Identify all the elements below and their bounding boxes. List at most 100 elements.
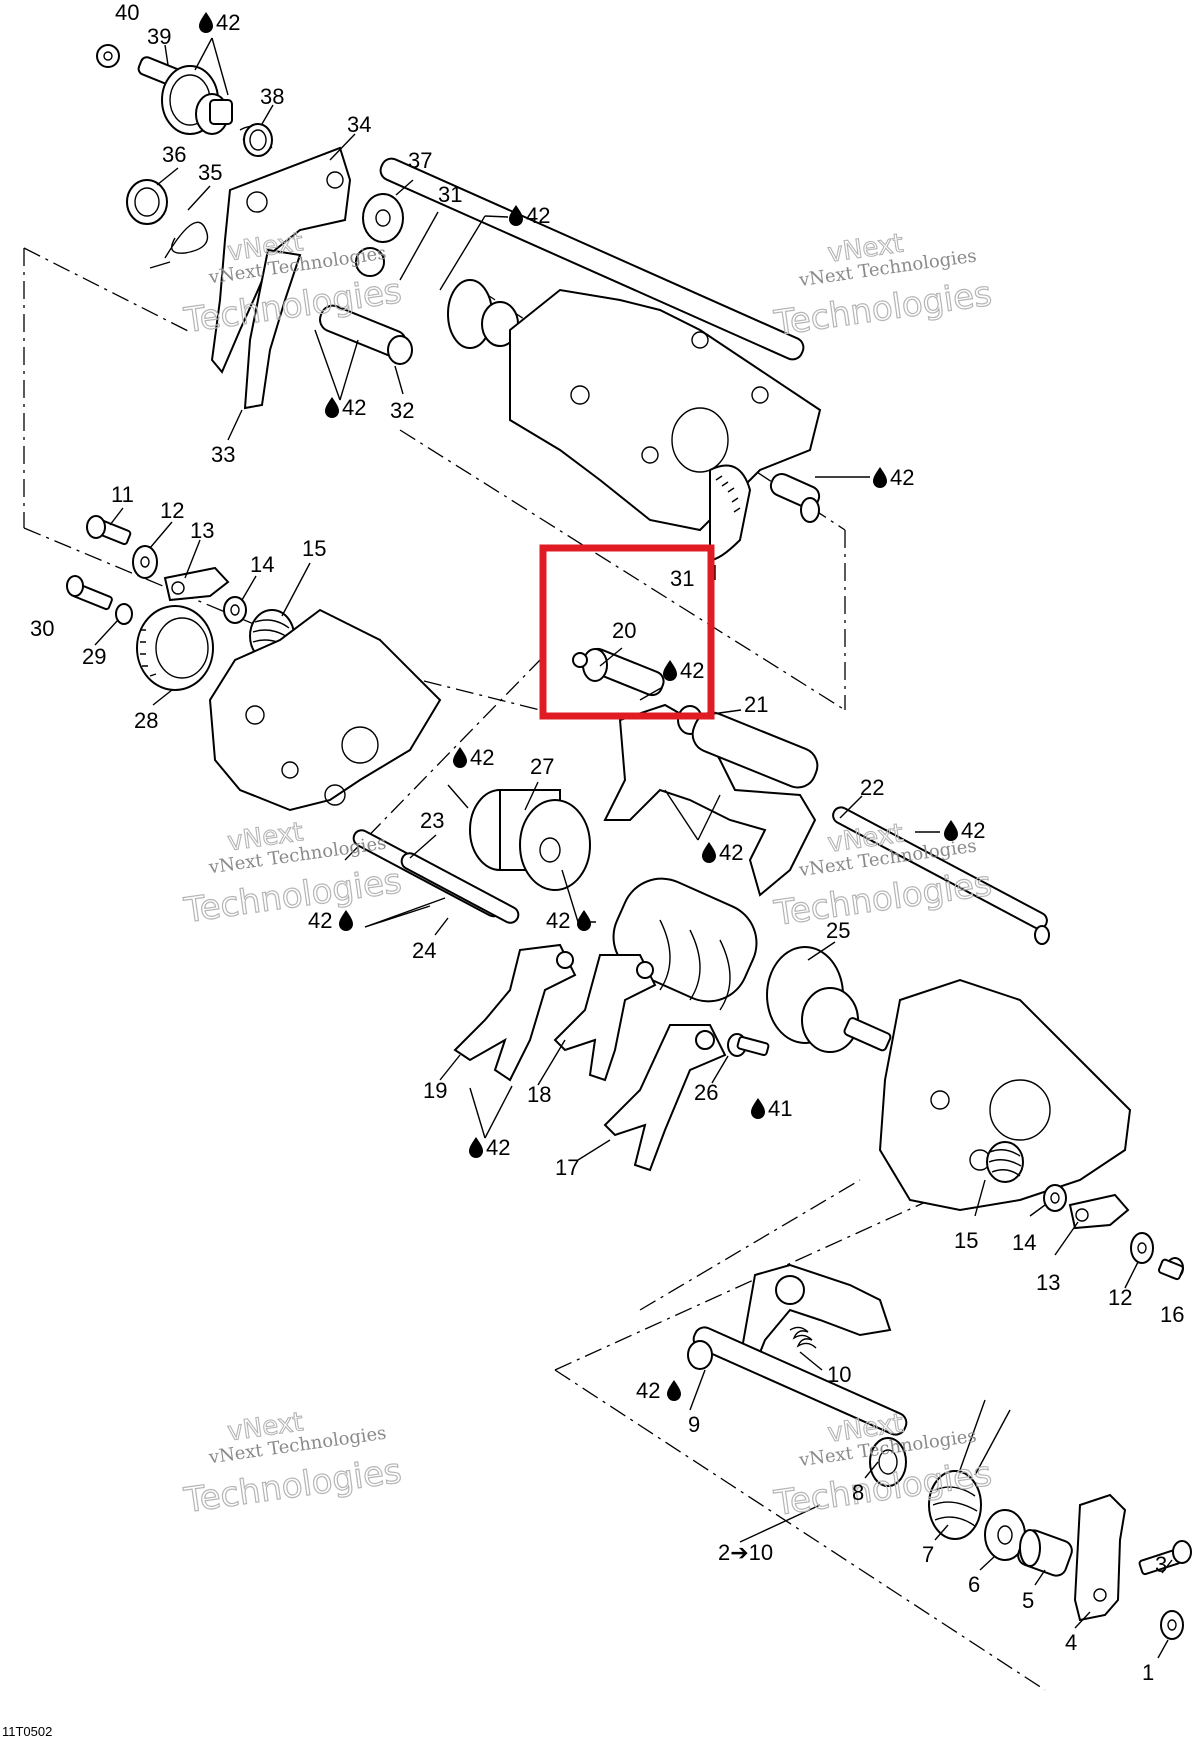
lube-callout: 42 xyxy=(663,658,704,683)
label-31b: 31 xyxy=(670,566,694,591)
bolt-16 xyxy=(1158,1257,1184,1281)
lube-callout: 41 xyxy=(751,1096,792,1121)
label-31: 31 xyxy=(438,182,462,207)
label-25: 25 xyxy=(826,918,850,943)
oil-drop-icon xyxy=(339,910,353,931)
lubricant-callouts: 42 42 42 42 42 42 42 42 xyxy=(199,10,985,1403)
oil-drop-icon xyxy=(663,660,677,681)
shift-fork-21 xyxy=(603,703,819,897)
shaft-end-31 xyxy=(769,472,821,523)
label-22: 22 xyxy=(860,775,884,800)
pin-26 xyxy=(727,1033,770,1057)
bolt-30 xyxy=(66,575,113,611)
label-5: 5 xyxy=(1022,1588,1034,1613)
shift-lever-4 xyxy=(1073,1493,1127,1622)
lube-callout: 42 xyxy=(325,395,366,420)
lube-callout: 42 xyxy=(944,818,985,843)
spring-10 xyxy=(789,1326,817,1349)
oil-drop-icon xyxy=(577,910,591,931)
shift-shaft-31 xyxy=(355,157,805,361)
spring-7 xyxy=(928,1399,1011,1540)
label-39: 39 xyxy=(147,24,171,49)
oil-drop-icon xyxy=(873,467,887,488)
oil-drop-icon xyxy=(453,747,467,768)
label-16: 16 xyxy=(1160,1302,1184,1327)
svg-text:42: 42 xyxy=(961,818,985,843)
spring-15b xyxy=(986,1141,1024,1183)
label-17: 17 xyxy=(555,1155,579,1180)
shift-fork-shaft-20 xyxy=(572,647,665,697)
oil-drop-icon xyxy=(751,1098,765,1119)
label-1: 1 xyxy=(1142,1660,1154,1685)
oil-drop-icon xyxy=(944,820,958,841)
spring-38 xyxy=(239,123,273,157)
watermark-bottom-left: vNext vNext Technologies Technologies xyxy=(181,1407,405,1522)
highlight-box xyxy=(539,544,715,720)
label-33: 33 xyxy=(211,442,235,467)
lube-callout: 42 xyxy=(873,465,914,490)
label-32: 32 xyxy=(390,398,414,423)
washer-40 xyxy=(96,44,120,68)
label-26: 26 xyxy=(694,1080,718,1105)
label-27: 27 xyxy=(530,754,554,779)
label-13b: 13 xyxy=(1036,1270,1060,1295)
spring-35 xyxy=(149,221,209,269)
label-21: 21 xyxy=(744,692,768,717)
label-10: 10 xyxy=(827,1362,851,1387)
label-14b: 14 xyxy=(1012,1230,1036,1255)
bolt-11 xyxy=(86,515,132,546)
label-35: 35 xyxy=(198,160,222,185)
label-37: 37 xyxy=(408,148,432,173)
washer-14 xyxy=(223,596,247,624)
lube-callout: 42 xyxy=(509,203,550,228)
lube-callout: 42 xyxy=(453,745,494,770)
label-18: 18 xyxy=(527,1082,551,1107)
label-29: 29 xyxy=(82,644,106,669)
oil-drop-icon xyxy=(325,397,339,418)
lube-callout: 42 xyxy=(546,908,591,933)
label-12b: 12 xyxy=(1108,1285,1132,1310)
drum-27 xyxy=(469,789,591,891)
lube-callout: 42 xyxy=(469,1135,510,1160)
svg-text:42: 42 xyxy=(680,658,704,683)
watermark-mid-left: vNext vNext Technologies Technologies xyxy=(181,817,405,932)
label-38: 38 xyxy=(260,84,284,109)
shaft-24 xyxy=(400,852,520,924)
lever-13b xyxy=(1068,1193,1130,1230)
label-15b: 15 xyxy=(954,1228,978,1253)
label-15: 15 xyxy=(302,536,326,561)
label-40: 40 xyxy=(115,0,139,25)
shift-lever-9 xyxy=(687,1263,908,1436)
washer-12b xyxy=(1130,1232,1154,1264)
label-8: 8 xyxy=(852,1480,864,1505)
label-12: 12 xyxy=(160,498,184,523)
washer-1 xyxy=(1160,1610,1184,1640)
svg-text:42: 42 xyxy=(526,203,550,228)
shift-housing xyxy=(208,608,442,812)
oil-drop-icon xyxy=(667,1380,681,1401)
label-28: 28 xyxy=(134,708,158,733)
shift-plate-34 xyxy=(210,146,352,374)
washer-37 xyxy=(362,193,404,243)
label-36: 36 xyxy=(162,142,186,167)
svg-text:42: 42 xyxy=(486,1135,510,1160)
label-4: 4 xyxy=(1065,1630,1077,1655)
label-13: 13 xyxy=(190,518,214,543)
oil-drop-icon xyxy=(702,842,716,863)
lever-33 xyxy=(243,248,302,410)
oil-drop-icon xyxy=(509,205,523,226)
seal-36 xyxy=(126,179,168,225)
washer-29 xyxy=(115,603,133,625)
svg-text:42: 42 xyxy=(470,745,494,770)
lever-13 xyxy=(163,566,230,602)
label-20: 20 xyxy=(612,618,636,643)
watermark-top-right: vNext vNext Technologies Technologies xyxy=(771,228,995,345)
svg-text:42: 42 xyxy=(890,465,914,490)
label-7: 7 xyxy=(922,1542,934,1567)
svg-text:42: 42 xyxy=(342,395,366,420)
svg-text:42: 42 xyxy=(719,840,743,865)
shaft-32 xyxy=(319,304,413,365)
lower-housing xyxy=(878,978,1132,1212)
drawing-code: 11T0502 xyxy=(2,1724,52,1739)
lube-callout: 42 xyxy=(636,1378,681,1403)
